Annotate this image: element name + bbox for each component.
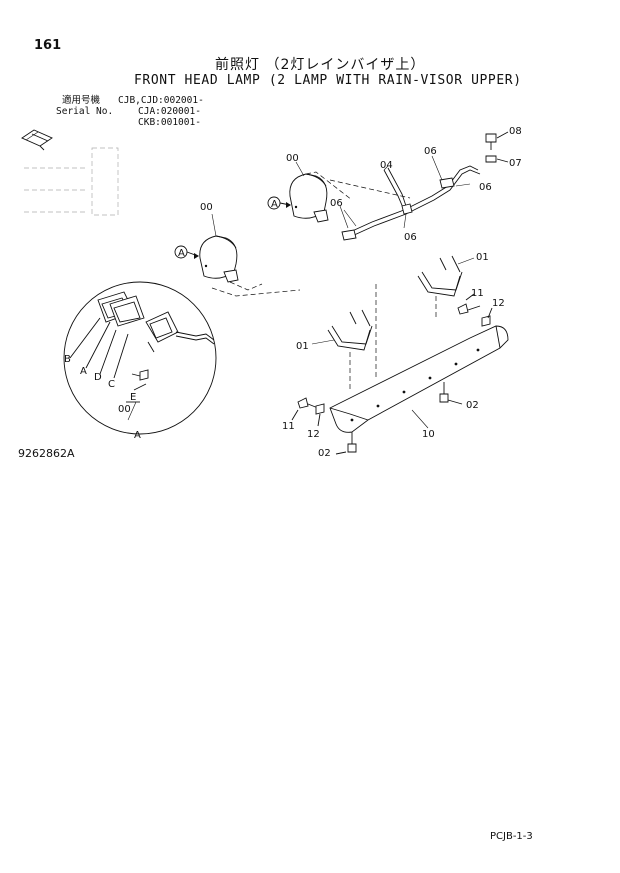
serial-range-1: CJB,CJD:002001- xyxy=(118,95,204,106)
bolt-11-right xyxy=(457,293,493,327)
detail-label-b: B xyxy=(64,354,71,365)
detail-reference-a: A xyxy=(134,430,141,441)
head-lamp-right xyxy=(289,171,411,223)
callout-00-detail: 00 xyxy=(118,404,131,415)
bracket-left xyxy=(327,309,373,351)
bolt-and-washer xyxy=(485,131,509,163)
callout-04: 04 xyxy=(380,160,393,171)
head-lamp-left xyxy=(199,235,301,297)
callout-02-bottom: 02 xyxy=(318,448,331,459)
callout-02-right: 02 xyxy=(466,400,479,411)
location-thumbnail xyxy=(21,129,53,151)
page-code: PCJB-1-3 xyxy=(490,831,533,842)
serial-label-japanese: 適用号機 xyxy=(62,95,101,106)
callout-06-right: 06 xyxy=(479,182,492,193)
callout-11-left: 11 xyxy=(282,421,295,432)
mounting-rail xyxy=(329,325,509,433)
title-english: FRONT HEAD LAMP (2 LAMP WITH RAIN-VISOR … xyxy=(134,73,522,88)
serial-range-3: CKB:001001- xyxy=(138,117,201,128)
ref-a-right: A xyxy=(271,199,278,210)
assembly-guide-lines xyxy=(349,284,437,392)
callout-00-right: 00 xyxy=(286,153,299,164)
ref-a-left: A xyxy=(178,248,185,259)
serial-label-english: Serial No. xyxy=(56,106,114,117)
callout-12-right: 12 xyxy=(492,298,505,309)
detail-label-c: C xyxy=(108,379,115,390)
callout-01-left: 01 xyxy=(296,341,309,352)
detail-view-circle xyxy=(63,281,217,435)
bracket-right xyxy=(417,255,463,297)
page-number: 161 xyxy=(34,38,62,53)
wire-harness xyxy=(341,165,481,241)
bolt-11-left xyxy=(291,397,325,427)
callout-10: 10 xyxy=(422,429,435,440)
machine-outline xyxy=(24,147,119,216)
leader-lines xyxy=(127,155,475,429)
callout-06-left: 06 xyxy=(330,198,343,209)
callout-11-right: 11 xyxy=(471,288,484,299)
callout-00-left: 00 xyxy=(200,202,213,213)
detail-label-d: D xyxy=(94,372,102,383)
bolt-02 xyxy=(335,382,463,455)
callout-01-right: 01 xyxy=(476,252,489,263)
callout-08: 08 xyxy=(509,126,522,137)
callout-06-top: 06 xyxy=(424,146,437,157)
callout-12-left: 12 xyxy=(307,429,320,440)
detail-label-e: E xyxy=(130,392,136,403)
detail-label-a: A xyxy=(80,366,87,377)
drawing-number: 9262862A xyxy=(18,447,75,460)
reference-markers xyxy=(174,196,291,259)
callout-07: 07 xyxy=(509,158,522,169)
callout-06-mid: 06 xyxy=(404,232,417,243)
serial-range-2: CJA:020001- xyxy=(138,106,201,117)
title-japanese: 前照灯 （2灯レインバイザ上） xyxy=(215,57,426,73)
